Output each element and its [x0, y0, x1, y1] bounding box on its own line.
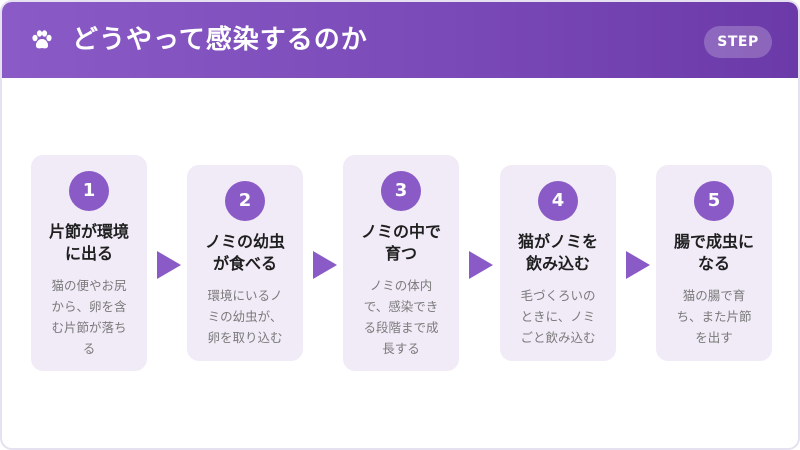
step-description: 猫の便やお尻 から、卵を含 む片節が落ち る [51, 278, 127, 356]
step-description: ノミの体内 で、感染でき る段階まで成 長する [363, 278, 439, 356]
step-badge: STEP [704, 26, 772, 58]
step-card-4: 4 猫がノミを 飲み込む 毛づくろいの ときに、ノミ ごと飲み込む [500, 165, 616, 361]
step-card-2: 2 ノミの幼虫 が食べる 環境にいるノ ミの幼虫が、 卵を取り込む [187, 165, 303, 361]
step-number-badge: 4 [538, 181, 578, 221]
step-number-badge: 3 [381, 171, 421, 211]
step-description: 環境にいるノ ミの幼虫が、 卵を取り込む [207, 288, 283, 345]
arrow-right-icon [313, 251, 337, 279]
step-description: 毛づくろいの ときに、ノミ ごと飲み込む [520, 288, 596, 345]
arrow-right-icon [626, 251, 650, 279]
step-card-3: 3 ノミの中で 育つ ノミの体内 で、感染でき る段階まで成 長する [343, 155, 459, 371]
step-description: 猫の腸で育 ち、また片節 を出す [676, 288, 752, 345]
step-card-5: 5 腸で成虫に なる 猫の腸で育 ち、また片節 を出す [656, 165, 772, 361]
paw-icon [32, 30, 52, 49]
header-bar: どうやって感染するのか STEP [2, 2, 798, 78]
step-title: ノミの幼虫 が食べる [204, 232, 285, 273]
step-number-badge: 5 [694, 181, 734, 221]
step-number-badge: 1 [69, 171, 109, 211]
step-title: 腸で成虫に なる [673, 232, 754, 273]
step-number-badge: 2 [225, 181, 265, 221]
page-title: どうやって感染するのか [72, 25, 368, 55]
step-card-1: 1 片節が環境 に出る 猫の便やお尻 から、卵を含 む片節が落ち る [31, 155, 147, 371]
step-title: ノミの中で 育つ [360, 222, 441, 263]
arrow-right-icon [157, 251, 181, 279]
step-title: 猫がノミを 飲み込む [517, 232, 598, 273]
arrow-right-icon [469, 251, 493, 279]
step-title: 片節が環境 に出る [48, 222, 129, 263]
